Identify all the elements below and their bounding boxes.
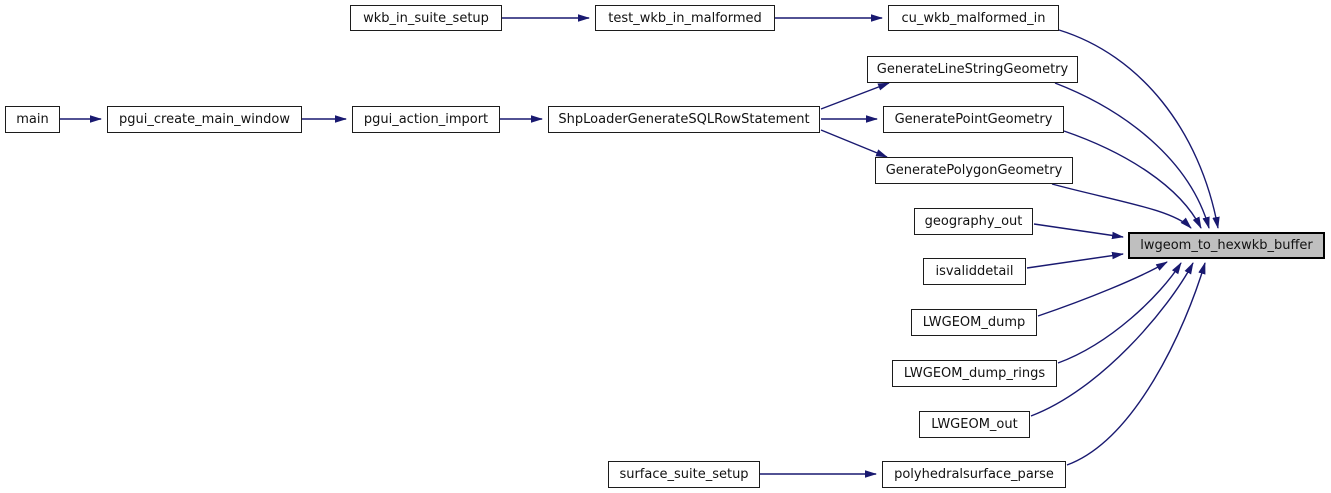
node-LWGEOM_dump_rings[interactable]: LWGEOM_dump_rings [892, 360, 1057, 387]
node-pgui_action_import[interactable]: pgui_action_import [352, 106, 500, 133]
node-polyhedralsurface_parse[interactable]: polyhedralsurface_parse [882, 461, 1066, 488]
node-cu_wkb_malformed_in[interactable]: cu_wkb_malformed_in [888, 5, 1059, 31]
node-pgui_create_main_window[interactable]: pgui_create_main_window [107, 106, 302, 133]
edge-LWGEOM_dump-to-lwgeom_to_hexwkb_buffer [1037, 261, 1168, 317]
node-ShpLoaderGenerateSQLRowStatement[interactable]: ShpLoaderGenerateSQLRowStatement [548, 106, 820, 133]
edge-GenerateLineStringGeometry-to-lwgeom_to_hexwkb_buffer [1054, 82, 1210, 229]
edge-geography_out-to-lwgeom_to_hexwkb_buffer [1033, 223, 1124, 240]
edge-isvaliddetail-to-lwgeom_to_hexwkb_buffer [1026, 251, 1124, 269]
edge-polyhedralsurface_parse-to-lwgeom_to_hexwkb_buffer [1066, 262, 1206, 466]
node-isvaliddetail[interactable]: isvaliddetail [923, 258, 1026, 285]
edge-GeneratePolygonGeometry-to-lwgeom_to_hexwkb_buffer [1051, 183, 1192, 229]
node-LWGEOM_out[interactable]: LWGEOM_out [919, 411, 1030, 438]
node-GeneratePointGeometry[interactable]: GeneratePointGeometry [883, 106, 1064, 133]
node-wkb_in_suite_setup[interactable]: wkb_in_suite_setup [350, 5, 502, 31]
edge-cu_wkb_malformed_in-to-lwgeom_to_hexwkb_buffer [1058, 29, 1220, 229]
edge-GeneratePointGeometry-to-lwgeom_to_hexwkb_buffer [1063, 130, 1202, 229]
node-test_wkb_in_malformed[interactable]: test_wkb_in_malformed [595, 5, 775, 31]
node-GeneratePolygonGeometry[interactable]: GeneratePolygonGeometry [875, 157, 1073, 184]
edge-LWGEOM_dump_rings-to-lwgeom_to_hexwkb_buffer [1057, 262, 1182, 364]
node-surface_suite_setup[interactable]: surface_suite_setup [608, 461, 760, 488]
edge-LWGEOM_out-to-lwgeom_to_hexwkb_buffer [1030, 262, 1194, 417]
edge-ShpLoaderGenerateSQLRowStatement-to-GenerateLineStringGeometry [820, 82, 890, 110]
node-LWGEOM_dump[interactable]: LWGEOM_dump [911, 309, 1037, 336]
edge-ShpLoaderGenerateSQLRowStatement-to-GeneratePolygonGeometry [820, 129, 888, 158]
node-lwgeom_to_hexwkb_buffer: lwgeom_to_hexwkb_buffer [1128, 232, 1325, 259]
node-main[interactable]: main [5, 106, 60, 133]
node-geography_out[interactable]: geography_out [914, 208, 1033, 235]
node-GenerateLineStringGeometry[interactable]: GenerateLineStringGeometry [867, 56, 1078, 83]
